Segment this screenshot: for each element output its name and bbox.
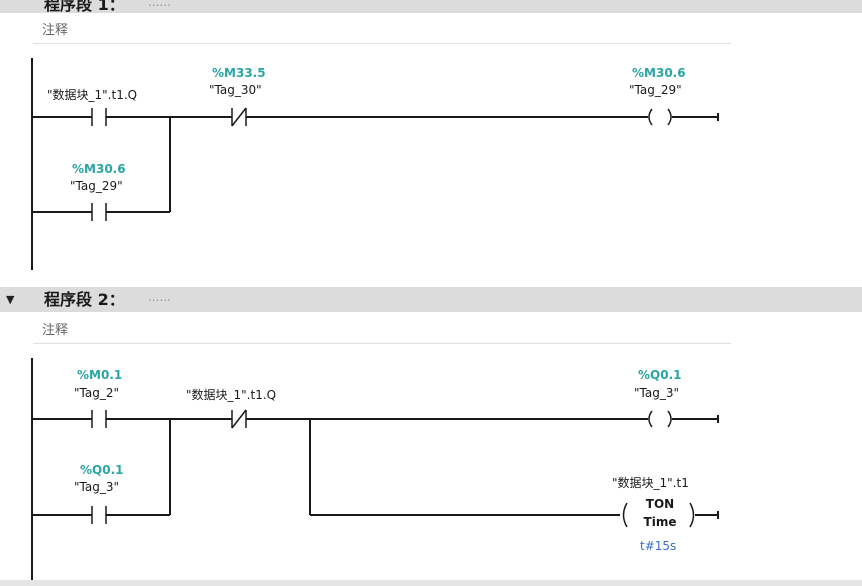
coil-address[interactable]: %Q0.1: [638, 368, 682, 382]
branch-contact-address[interactable]: %M30.6: [72, 162, 126, 176]
coil-name[interactable]: "Tag_3": [634, 386, 679, 400]
network-2-colon: ：: [108, 290, 125, 309]
branch-contact-name[interactable]: "Tag_29": [70, 179, 123, 193]
contact-2-name[interactable]: "Tag_30": [209, 83, 262, 97]
coil-tag3[interactable]: [648, 410, 672, 428]
contact-1-name[interactable]: "数据块_1".t1.Q: [47, 88, 138, 102]
contact-1-address[interactable]: %M0.1: [77, 368, 123, 382]
contact-no-tag2[interactable]: [91, 410, 107, 428]
contact-no-tag29[interactable]: [91, 203, 107, 221]
timer-coil-ton[interactable]: [622, 502, 695, 528]
network-2-header[interactable]: ▼ 程序段 2： ......: [0, 287, 862, 312]
network-1-comment[interactable]: 注释: [33, 18, 731, 44]
contact-1-name[interactable]: "Tag_2": [74, 386, 119, 400]
contact-2-address[interactable]: %M33.5: [212, 66, 266, 80]
timer-subtype: Time: [643, 515, 677, 529]
network-1-header[interactable]: 程序段 1： ......: [0, 0, 862, 14]
coil-address[interactable]: %M30.6: [632, 66, 686, 80]
timer-instance-name[interactable]: "数据块_1".t1: [612, 476, 689, 490]
next-network-strip: [0, 580, 862, 586]
collapse-toggle-icon[interactable]: ▼: [6, 293, 15, 306]
network-2-title-dots[interactable]: ......: [148, 290, 171, 304]
coil-tag29[interactable]: [648, 108, 672, 126]
contact-no-q01[interactable]: [91, 506, 107, 524]
contact-2-name[interactable]: "数据块_1".t1.Q: [186, 388, 277, 402]
network-2-label: 程序段: [44, 290, 93, 309]
network-2-title: 程序段 2：: [44, 287, 125, 312]
contact-nc-datablock-q[interactable]: [231, 409, 247, 429]
network-1-title: 程序段 1：: [44, 0, 125, 14]
contact-no-datablock-q[interactable]: [91, 108, 107, 126]
network-2-comment[interactable]: 注释: [33, 318, 731, 344]
timer-type: TON: [645, 497, 675, 511]
network-2-number: 2: [97, 290, 109, 309]
branch-contact-address[interactable]: %Q0.1: [80, 463, 124, 477]
contact-nc-tag30[interactable]: [231, 107, 247, 127]
coil-name[interactable]: "Tag_29": [629, 83, 682, 97]
branch-contact-name[interactable]: "Tag_3": [74, 480, 119, 494]
timer-preset-value[interactable]: t#15s: [640, 539, 677, 553]
network-1-title-dots[interactable]: ......: [148, 0, 171, 9]
